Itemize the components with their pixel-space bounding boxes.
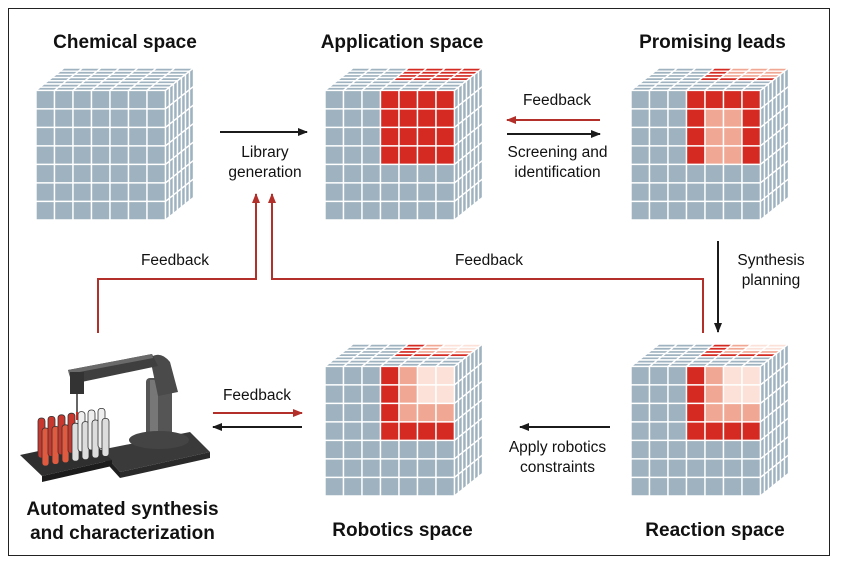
screening-line2: identification [514, 164, 601, 181]
feedback-arrow-automated [97, 193, 260, 333]
feedback-label-left: Feedback [140, 252, 210, 269]
screening-line1: Screening and [507, 144, 608, 161]
automated-synthesis-line2: and characterization [30, 523, 215, 544]
feedback-arrow-reaction [268, 193, 704, 333]
apply-constraints-line2: constraints [520, 459, 595, 476]
synthesis-planning-line1: Synthesis [737, 252, 805, 269]
promising-leads-title: Promising leads [639, 32, 786, 53]
promising-leads-cube [630, 67, 790, 221]
library-generation-line1: Library [241, 144, 289, 161]
apply-constraints-line1: Apply robotics [508, 439, 607, 456]
synthesis-planning-line2: planning [741, 272, 801, 289]
test-tube-rack [37, 407, 110, 467]
feedback-label-top: Feedback [522, 92, 592, 109]
library-generation-label: Library generation [225, 143, 305, 183]
feedback-label-robot: Feedback [222, 387, 292, 404]
apply-constraints-label: Apply robotics constraints [495, 438, 620, 478]
reaction-space-cube [630, 343, 790, 497]
screening-label: Screening and identification [495, 143, 620, 183]
robotics-space-cube [324, 343, 484, 497]
chemical-space-title: Chemical space [53, 32, 197, 53]
application-space-cube [324, 67, 484, 221]
automated-synthesis-line1: Automated synthesis [26, 499, 219, 520]
reaction-space-title: Reaction space [645, 520, 785, 541]
automated-synthesis-title: Automated synthesis and characterization [15, 498, 230, 546]
test-tube [101, 417, 110, 457]
robotics-space-title: Robotics space [332, 520, 473, 541]
library-generation-line2: generation [228, 164, 302, 181]
feedback-label-mid: Feedback [454, 252, 524, 269]
chemical-space-cube [35, 67, 195, 221]
application-space-title: Application space [320, 32, 484, 53]
synthesis-planning-label: Synthesis planning [726, 251, 816, 291]
